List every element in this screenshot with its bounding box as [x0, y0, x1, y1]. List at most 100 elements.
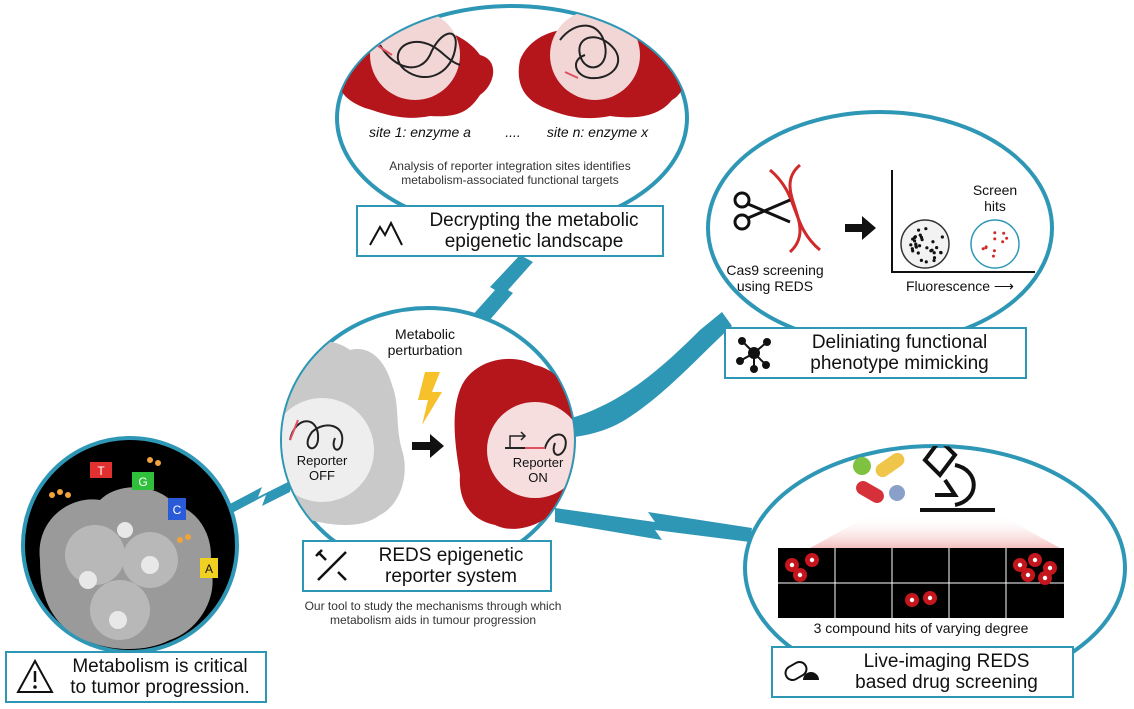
letter-t: T: [97, 464, 105, 478]
righttop-title-line1: Deliniating functional: [811, 331, 988, 353]
righttop-title-box: Deliniating functional phenotype mimicki…: [724, 327, 1027, 379]
hit-dot: [1002, 231, 1006, 235]
hit-cell-nucleus: [1047, 565, 1053, 571]
righttop-title-line2: phenotype mimicking: [810, 353, 989, 374]
population-dot: [924, 227, 928, 231]
connector-center-righttop: [565, 312, 732, 438]
perturbation-line2: perturbation: [387, 342, 463, 359]
left-panel: T G C A: [21, 436, 239, 654]
microscope-beam: [810, 515, 1060, 548]
top-title-line1: Decrypting the metabolic: [429, 209, 639, 231]
hit-cells: [785, 553, 1057, 607]
population-dot: [939, 251, 943, 255]
hit-cell-nucleus: [1025, 572, 1031, 578]
microscope-icon: [920, 446, 995, 512]
perturbation-label: Metabolic perturbation: [365, 326, 485, 358]
fluorescence-axis-label: Fluorescence ⟶: [905, 278, 1014, 294]
population-dot: [917, 244, 922, 248]
screen-hits-line1: Screen: [972, 182, 1018, 198]
right-bottom-panel: [743, 444, 1127, 692]
plot-axes: [891, 170, 1035, 273]
hit-cell-nucleus: [797, 572, 803, 578]
pills-illustration: [853, 452, 905, 503]
hit-dot: [992, 249, 996, 253]
site1-label: site 1: enzyme a: [369, 124, 471, 140]
tools-icon: [315, 549, 347, 581]
mountain-icon: [369, 220, 403, 246]
screen-hits-label: Screen hits: [955, 182, 1035, 214]
population-cluster: [900, 219, 950, 269]
rightbottom-title-line1: Live-imaging REDS: [863, 650, 1030, 672]
right-arrow-icon: [412, 434, 444, 458]
hit-cell-nucleus: [1017, 562, 1023, 568]
reporter-segment-off: [289, 419, 299, 441]
population-dots: [909, 227, 944, 264]
hit-dot: [993, 237, 997, 241]
letter-c: C: [173, 503, 182, 517]
center-description-line1: Our tool to study the mechanisms through…: [304, 599, 562, 613]
hit-cell-nucleus: [1042, 575, 1048, 581]
hit-dot: [1001, 240, 1005, 244]
top-description-line2: metabolism-associated functional targets: [401, 172, 619, 187]
reporter-on-line2: ON: [528, 469, 548, 485]
hit-dot: [1005, 236, 1009, 240]
reporter-off-label: Reporter OFF: [280, 453, 364, 484]
population-dot: [940, 235, 944, 239]
hit-cell-nucleus: [909, 597, 915, 603]
pills-icon: [784, 661, 819, 681]
nucleotide-tag-t: [90, 462, 112, 478]
population-dot: [912, 239, 917, 243]
metabolite-chains: [49, 457, 191, 543]
connector-center-top: [470, 255, 533, 322]
reporter-on-line1: Reporter: [512, 455, 564, 470]
left-title-line2: to tumor progression.: [70, 677, 250, 698]
left-title-line1: Metabolism is critical: [72, 655, 248, 677]
population-dot: [935, 245, 939, 250]
dna-loop-on: [505, 433, 567, 456]
top-panel: [335, 4, 689, 232]
rightbottom-title-box: Live-imaging REDS based drug screening: [771, 646, 1074, 698]
cas9-line2: using REDS: [736, 278, 814, 295]
center-title-line1: REDS epigenetic: [378, 544, 524, 566]
cas9-label: Cas9 screening using REDS: [715, 262, 835, 294]
lightning-icon: [418, 372, 442, 425]
top-description-line1: Analysis of reporter integration sites i…: [389, 159, 631, 173]
siten-label: site n: enzyme x: [546, 124, 649, 140]
dna-loop-right: [559, 24, 620, 80]
scissors-icon: [733, 191, 791, 231]
compound-hits-caption: 3 compound hits of varying degree: [813, 620, 1029, 636]
population-dot: [932, 258, 936, 263]
hits-cluster: [970, 219, 1020, 269]
population-dot: [932, 251, 936, 255]
well-grid: [778, 548, 1064, 618]
center-panel: [280, 306, 576, 574]
population-dot: [932, 256, 937, 260]
promoter-arrow-icon: [509, 431, 527, 448]
letter-a: A: [205, 562, 213, 576]
left-title-box: Metabolism is critical to tumor progress…: [5, 651, 267, 703]
population-dot: [911, 249, 915, 253]
hit-cell-nucleus: [789, 562, 795, 568]
center-description-line2: metabolism aids in tumour progression: [329, 612, 537, 627]
population-dot: [909, 243, 913, 247]
population-dot: [919, 258, 923, 263]
center-description: Our tool to study the mechanisms through…: [268, 599, 598, 628]
right-top-panel: [706, 110, 1054, 346]
letter-g: G: [138, 475, 147, 489]
rightbottom-title-line2: based drug screening: [855, 672, 1038, 693]
dots-label: ....: [505, 124, 521, 140]
population-dot: [931, 240, 935, 244]
center-title-line2: reporter system: [385, 566, 517, 587]
dna-loop-off: [289, 420, 344, 451]
connector-center-rightbottom: [555, 508, 752, 542]
perturbation-line1: Metabolic: [395, 326, 455, 342]
population-dot: [916, 228, 921, 232]
population-dot: [914, 244, 918, 248]
population-dot: [916, 251, 920, 255]
connector-left-center: [228, 480, 292, 513]
cas9-line1: Cas9 screening: [726, 262, 824, 278]
reporter-off-line2: OFF: [309, 467, 335, 483]
hit-dot: [991, 254, 995, 258]
top-title-line2: epigenetic landscape: [444, 231, 624, 252]
